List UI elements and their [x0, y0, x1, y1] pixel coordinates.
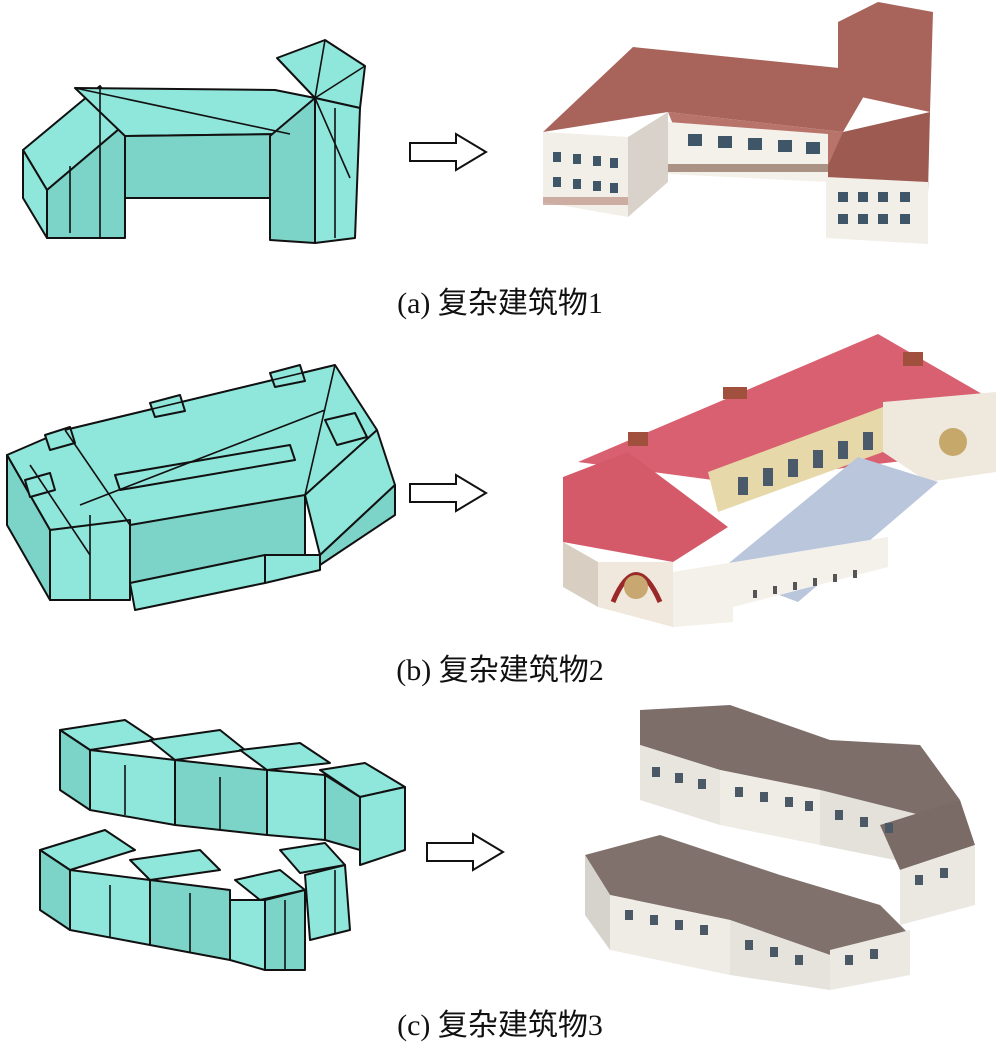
- textured-building-1: [543, 2, 933, 244]
- panel-b: (b) 复杂建筑物2: [0, 330, 1000, 700]
- arrow-right-icon: [426, 832, 505, 872]
- panel-c: (c) 复杂建筑物3: [0, 700, 1000, 1058]
- arrow-right-icon: [409, 132, 488, 172]
- textured-building-3: [585, 705, 975, 990]
- wireframe-building-1: [22, 39, 366, 244]
- wireframe-building-3: [39, 719, 406, 971]
- caption-a: (a) 复杂建筑物1: [397, 287, 603, 320]
- panel-a: (a) 复杂建筑物1: [0, 0, 1000, 330]
- wireframe-building-2: [6, 364, 396, 611]
- caption-c: (c) 复杂建筑物3: [397, 1009, 603, 1042]
- arrow-right-icon: [409, 473, 488, 513]
- textured-building-2: [563, 334, 996, 627]
- caption-b: (b) 复杂建筑物2: [396, 654, 604, 687]
